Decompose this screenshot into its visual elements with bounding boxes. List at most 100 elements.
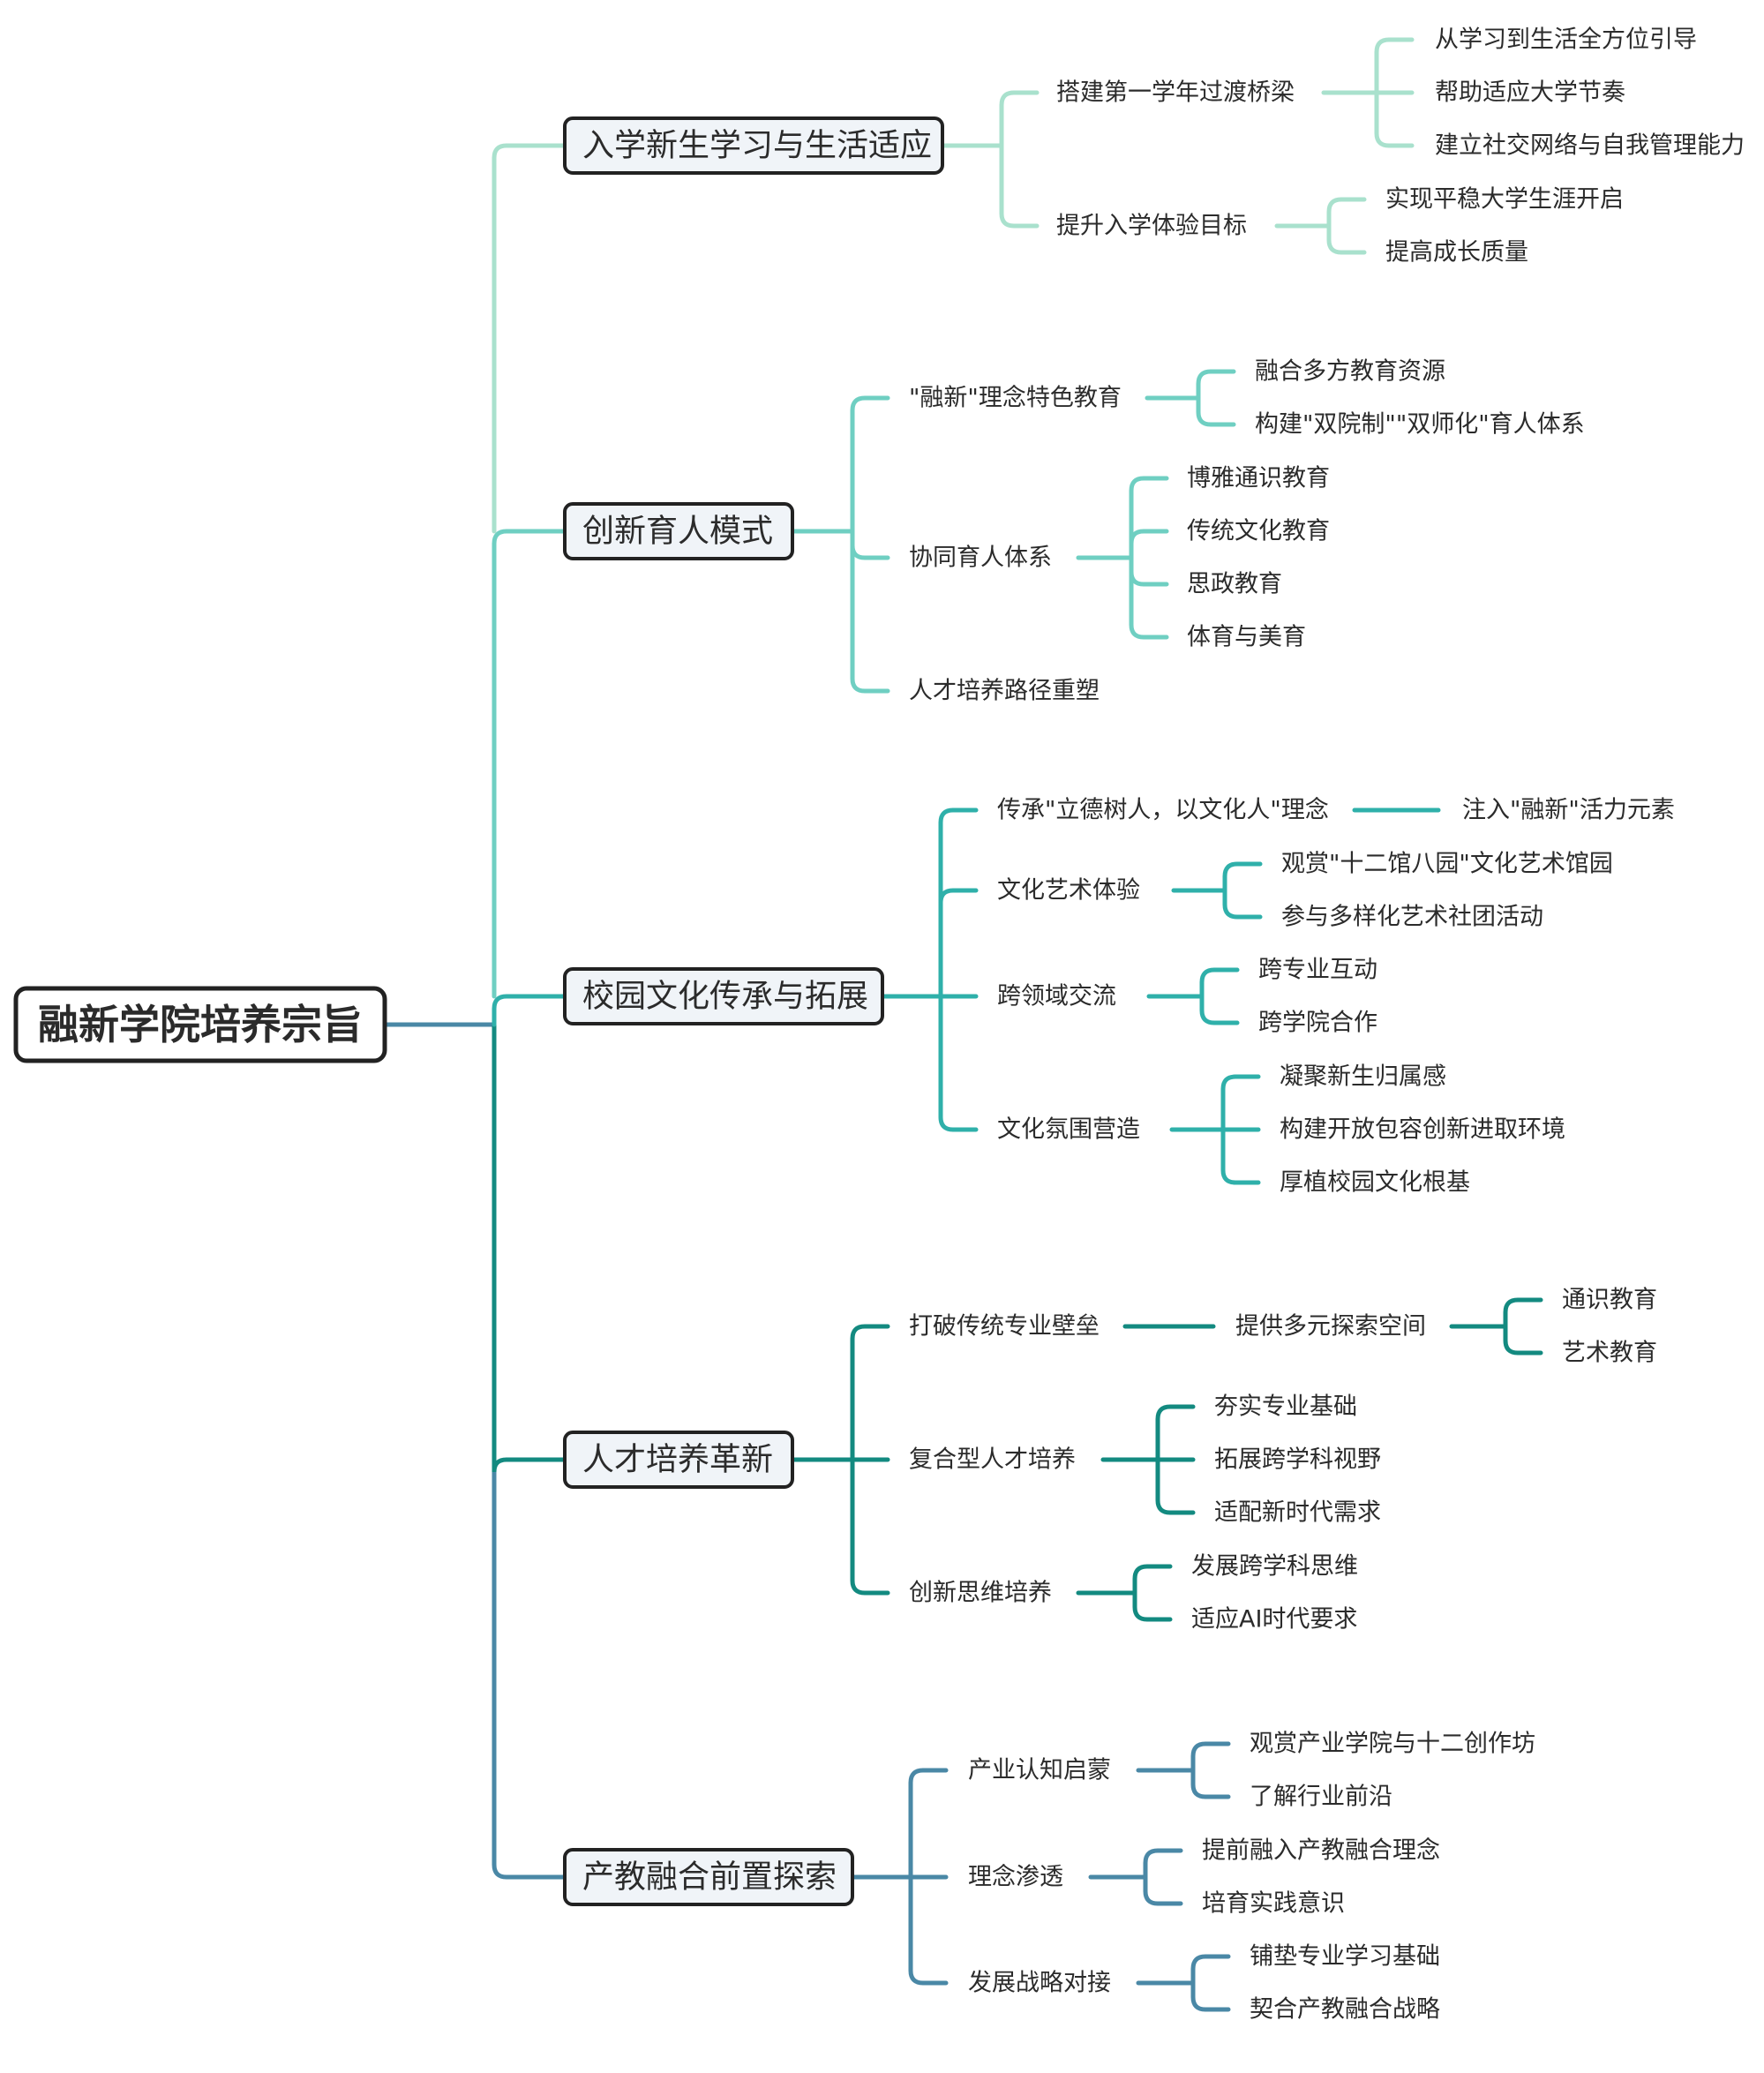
connector-line xyxy=(908,1874,949,1986)
connector-line xyxy=(908,1768,949,1880)
leaf-label[interactable]: 了解行业前沿 xyxy=(1250,1784,1392,1811)
leaf-label[interactable]: 适应AI时代要求 xyxy=(1191,1606,1357,1634)
leaf-label[interactable]: 厚植校园文化根基 xyxy=(1280,1169,1470,1197)
subtopic-label[interactable]: 文化氛围营造 xyxy=(997,1116,1140,1144)
connector-lines xyxy=(382,37,1543,2012)
leaf-label[interactable]: 艺术教育 xyxy=(1562,1340,1657,1367)
leaf-label[interactable]: 发展跨学科思维 xyxy=(1191,1553,1358,1581)
connector-line xyxy=(999,143,1040,229)
leaf-label[interactable]: 夯实专业基础 xyxy=(1214,1393,1357,1421)
root-node[interactable]: 融新学院培养宗旨 xyxy=(13,986,387,1063)
leaf-label[interactable]: 思政教育 xyxy=(1187,571,1282,598)
connector-line xyxy=(1503,1324,1543,1356)
connector-line xyxy=(1143,1874,1183,1906)
subtopic-label[interactable]: 理念渗透 xyxy=(968,1864,1063,1891)
leaf-label[interactable]: 从学习到生活全方位引导 xyxy=(1435,26,1697,54)
connector-line xyxy=(1129,555,1169,587)
subtopic-label[interactable]: 协同育人体系 xyxy=(909,545,1052,572)
connector-line xyxy=(1190,1980,1231,2012)
leaf-label[interactable]: 跨专业互动 xyxy=(1258,957,1377,984)
leaf-label[interactable]: 凝聚新生归属感 xyxy=(1280,1063,1446,1091)
subtopic-label[interactable]: 打破传统专业壁垒 xyxy=(909,1313,1100,1341)
topic-label: 校园文化传承与拓展 xyxy=(582,979,868,1015)
leaf-label[interactable]: 实现平稳大学生涯开启 xyxy=(1385,186,1624,214)
leaf-label[interactable]: 博雅通识教育 xyxy=(1187,465,1330,492)
topic-node-talent-reform[interactable]: 人才培养革新 xyxy=(563,1431,794,1489)
subtopic-label[interactable]: 跨领域交流 xyxy=(997,983,1116,1010)
leaf-label[interactable]: 铺垫专业学习基础 xyxy=(1250,1943,1440,1971)
leaf-label[interactable]: 注入"融新"活力元素 xyxy=(1462,797,1675,824)
subtopic-label[interactable]: 提升入学体验目标 xyxy=(1056,213,1247,240)
subtopic-label[interactable]: 提供多元探索空间 xyxy=(1235,1313,1426,1341)
connector-line xyxy=(1222,861,1263,893)
leaf-label[interactable]: 培育实践意识 xyxy=(1202,1890,1345,1918)
connector-line xyxy=(1196,395,1236,427)
leaf-label[interactable]: 提高成长质量 xyxy=(1385,239,1528,267)
leaf-label[interactable]: 建立社交网络与自我管理能力 xyxy=(1435,132,1745,160)
leaf-label[interactable]: 融合多方教育资源 xyxy=(1255,358,1445,386)
connector-line xyxy=(1129,529,1169,560)
connector-line xyxy=(1326,223,1367,255)
connector-line xyxy=(1155,1457,1196,1515)
connector-line xyxy=(938,807,979,999)
connector-line xyxy=(1190,1768,1231,1799)
connector-line xyxy=(1220,1127,1261,1185)
subtopic-label[interactable]: 发展战略对接 xyxy=(968,1970,1111,1997)
subtopic-label[interactable]: 文化艺术体验 xyxy=(997,877,1140,905)
connector-line xyxy=(1196,369,1236,401)
leaf-label[interactable]: 契合产教融合战略 xyxy=(1250,1996,1440,2024)
leaf-label[interactable]: 跨学院合作 xyxy=(1258,1010,1377,1037)
leaf-label[interactable]: 构建"双院制""双师化"育人体系 xyxy=(1255,411,1585,439)
connector-line xyxy=(1190,1954,1231,1986)
topic-label: 人才培养革新 xyxy=(582,1442,773,1478)
leaf-label[interactable]: 适配新时代需求 xyxy=(1214,1499,1381,1527)
connector-line xyxy=(492,529,567,999)
connector-line xyxy=(492,994,567,1027)
subtopic-label[interactable]: 复合型人才培养 xyxy=(909,1446,1076,1474)
leaf-label[interactable]: 体育与美育 xyxy=(1187,624,1306,651)
leaf-label[interactable]: 构建开放包容创新进取环境 xyxy=(1280,1116,1565,1144)
connector-line xyxy=(1129,555,1169,640)
topic-label: 创新育人模式 xyxy=(582,514,773,550)
connector-line xyxy=(999,90,1040,148)
subtopic-label[interactable]: 人才培养路径重塑 xyxy=(909,678,1100,705)
connector-line xyxy=(492,143,567,534)
subtopic-label[interactable]: 传承"立德树人，以文化人"理念 xyxy=(997,797,1329,824)
connector-line xyxy=(1220,1074,1261,1132)
connector-line xyxy=(1503,1297,1543,1329)
leaf-label[interactable]: 拓展跨学科视野 xyxy=(1214,1446,1381,1474)
connector-line xyxy=(850,395,890,534)
connector-line xyxy=(1326,197,1367,229)
connector-line xyxy=(1143,1848,1183,1880)
topic-node-student-adaptation[interactable]: 入学新生学习与生活适应 xyxy=(563,116,944,175)
subtopic-label[interactable]: 产业认知启蒙 xyxy=(968,1757,1111,1784)
leaf-label[interactable]: 通识教育 xyxy=(1562,1287,1657,1314)
connector-line xyxy=(1199,994,1240,1025)
leaf-label[interactable]: 观赏产业学院与十二创作坊 xyxy=(1250,1731,1535,1758)
connector-line xyxy=(1132,1590,1173,1622)
connector-line xyxy=(1155,1404,1196,1462)
connector-line xyxy=(1374,37,1415,95)
subtopic-label[interactable]: 创新思维培养 xyxy=(909,1580,1052,1607)
leaf-label[interactable]: 帮助适应大学节奏 xyxy=(1435,79,1625,107)
topic-node-industry-education[interactable]: 产教融合前置探索 xyxy=(563,1848,854,1906)
connector-line xyxy=(850,529,890,694)
connector-line xyxy=(1222,888,1263,920)
topic-node-campus-culture[interactable]: 校园文化传承与拓展 xyxy=(563,967,884,1025)
subtopic-label[interactable]: "融新"理念特色教育 xyxy=(909,385,1122,412)
leaf-label[interactable]: 提前融入产教融合理念 xyxy=(1202,1837,1440,1865)
leaf-label[interactable]: 传统文化教育 xyxy=(1187,518,1330,545)
topic-node-innovative-education[interactable]: 创新育人模式 xyxy=(563,502,794,560)
topic-label: 产教融合前置探索 xyxy=(582,1859,837,1896)
connector-line xyxy=(938,888,979,999)
connector-line xyxy=(492,1022,567,1473)
subtopic-label[interactable]: 搭建第一学年过渡桥梁 xyxy=(1056,79,1295,107)
connector-line xyxy=(938,994,979,1132)
root-label: 融新学院培养宗旨 xyxy=(38,1001,363,1048)
topic-label: 入学新生学习与生活适应 xyxy=(582,128,932,164)
leaf-label[interactable]: 观赏"十二馆八园"文化艺术馆园 xyxy=(1281,851,1613,878)
leaf-label[interactable]: 参与多样化艺术社团活动 xyxy=(1281,904,1543,931)
connector-line xyxy=(850,1457,890,1596)
connector-line xyxy=(1199,967,1240,999)
